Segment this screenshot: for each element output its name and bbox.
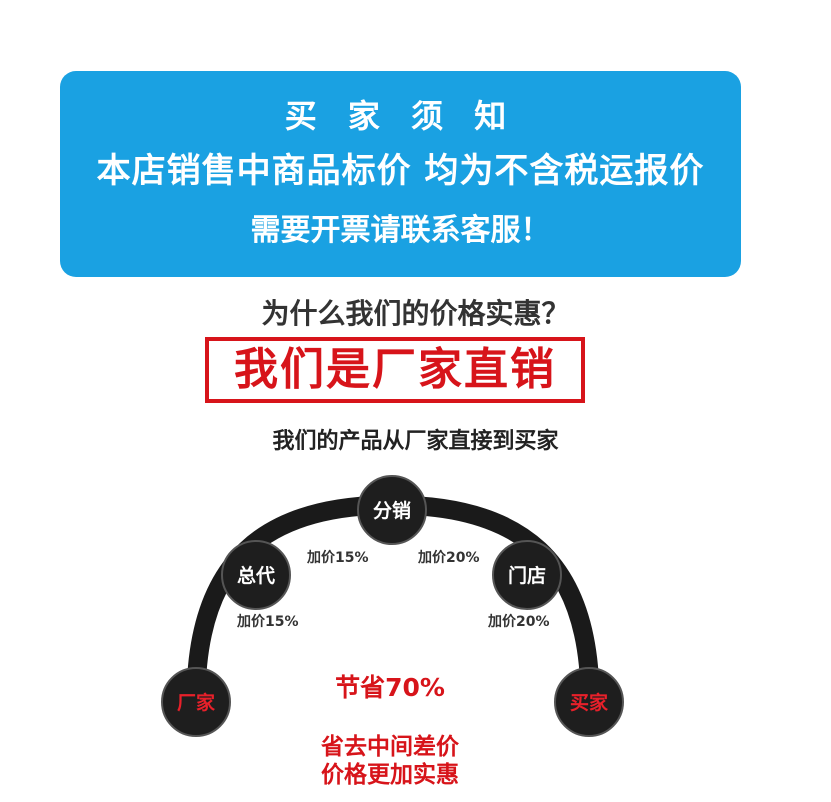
- node-buyer: 买家: [554, 667, 624, 737]
- markup-general-to-distributor: 加价15%: [306, 550, 369, 566]
- price-question-heading: 为什么我们的价格实惠？: [261, 297, 570, 330]
- node-factory: 厂家: [161, 667, 231, 737]
- node-store: 门店: [492, 540, 562, 610]
- node-general-agent-label: 总代: [237, 564, 275, 587]
- node-distributor: 分销: [357, 475, 427, 545]
- notice-invoice-statement: 需要开票请联系客服！: [250, 213, 551, 248]
- savings-note-line2: 价格更加实惠: [321, 762, 459, 788]
- notice-title: 买 家 须 知: [284, 97, 517, 135]
- node-general-agent: 总代: [221, 540, 291, 610]
- factory-direct-text: 我们是厂家直销: [234, 344, 556, 395]
- markup-factory-to-general: 加价15%: [236, 614, 299, 630]
- node-distributor-label: 分销: [373, 499, 411, 522]
- factory-direct-banner: 我们是厂家直销: [205, 337, 585, 403]
- node-factory-label: 厂家: [177, 691, 216, 714]
- node-store-label: 门店: [508, 564, 546, 587]
- notice-price-statement: 本店销售中商品标价 均为不含税运报价: [96, 151, 705, 191]
- direct-to-buyer-subtitle: 我们的产品从厂家直接到买家: [272, 429, 559, 454]
- buyer-notice-panel: 买 家 须 知 本店销售中商品标价 均为不含税运报价 需要开票请联系客服！: [60, 71, 741, 277]
- node-buyer-label: 买家: [570, 691, 609, 714]
- markup-distributor-to-store: 加价20%: [417, 550, 480, 566]
- savings-headline: 节省70%: [335, 673, 445, 702]
- markup-store-to-buyer: 加价20%: [487, 614, 550, 630]
- savings-note: 省去中间差价 价格更加实惠: [0, 733, 780, 789]
- savings-note-line1: 省去中间差价: [321, 734, 459, 760]
